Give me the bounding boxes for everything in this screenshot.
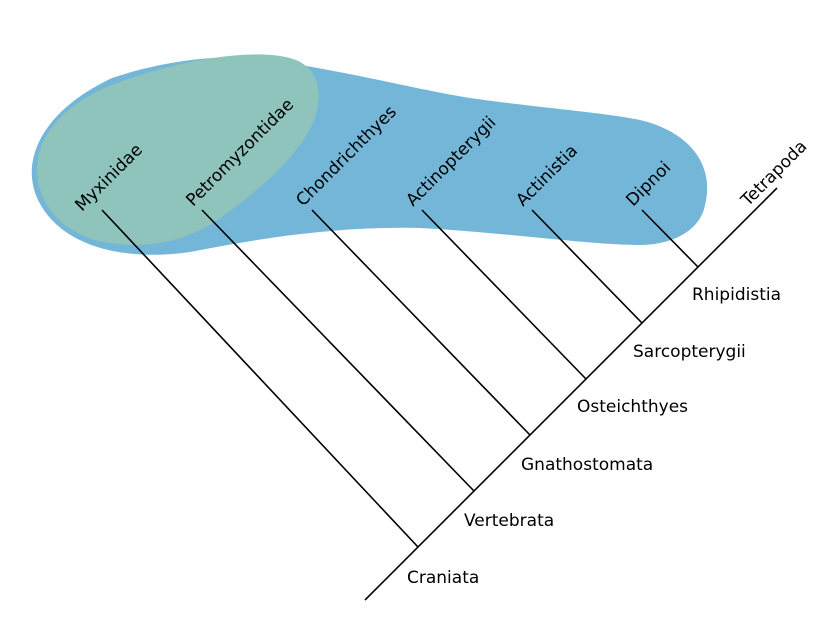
branch-petromyzontidae [201,209,475,492]
clade-label-sarcopterygii: Sarcopterygii [633,342,746,362]
branch-actinopterygii [421,209,587,380]
agnatha-group-region [37,54,319,246]
clade-label-rhipidistia: Rhipidistia [692,285,781,305]
clade-label-osteichthyes: Osteichthyes [577,397,688,417]
branch-myxinidae [101,209,419,548]
taxon-label-tetrapoda: Tetrapoda [737,137,812,212]
branch-dipnoi [641,209,699,268]
clade-label-gnathostomata: Gnathostomata [521,455,653,475]
branch-actinistia [531,209,643,324]
tree-backbone [364,187,778,601]
clade-label-vertebrata: Vertebrata [464,511,554,531]
clade-label-craniata: Craniata [407,568,479,588]
branch-chondrichthyes [311,209,531,436]
